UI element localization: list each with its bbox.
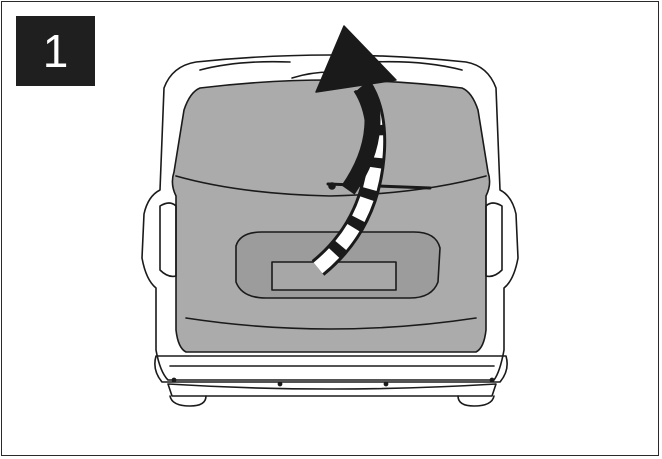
tyre-left [169, 395, 207, 407]
tail-light-right [485, 202, 503, 278]
tailgate-panel [171, 79, 491, 353]
tail-light-left [159, 202, 177, 278]
bumper-sensor [277, 381, 283, 387]
lower-crease [185, 317, 477, 330]
wiper-pivot [328, 182, 336, 190]
bumper-sensor [489, 377, 495, 383]
bumper-lower [167, 383, 497, 397]
arrow-head [315, 25, 397, 93]
rear-bumper [154, 355, 508, 383]
step-number-badge: 1 [16, 16, 95, 86]
tailgate-window-line [175, 175, 487, 197]
roof-rail-left [199, 60, 291, 71]
arrow-shaft-solid [341, 81, 381, 195]
bumper-sensor [171, 377, 177, 383]
roof-rail-right [371, 60, 463, 71]
curved-arrow-up-icon [311, 25, 397, 276]
van-body-outline [141, 54, 519, 381]
bumper-sensor [383, 381, 389, 387]
tyre-right [457, 395, 495, 407]
